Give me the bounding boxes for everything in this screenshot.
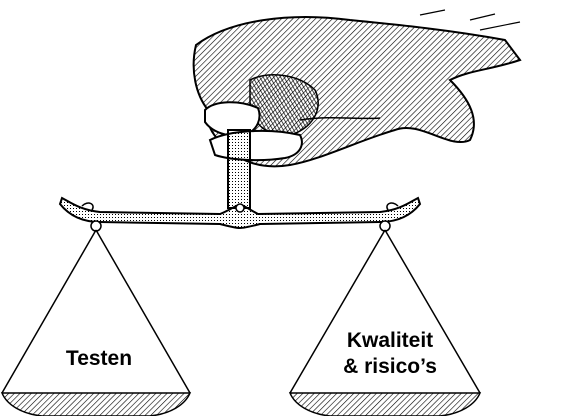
right-pan-label-line1: Kwaliteit — [318, 328, 462, 354]
scale-stem — [228, 130, 250, 208]
right-pan — [290, 221, 480, 416]
left-pan-label: Testen — [50, 346, 148, 372]
right-pan-label-line2: & risico’s — [318, 354, 462, 380]
right-pan-label: Kwaliteit & risico’s — [318, 328, 462, 380]
left-pan — [2, 221, 190, 416]
